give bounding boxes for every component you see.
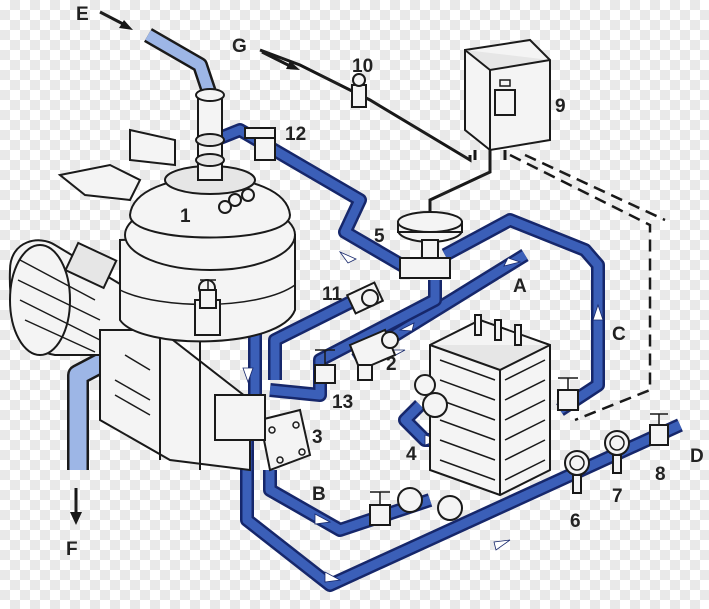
pipe-top-line [212,123,414,277]
pipe-network [212,123,683,592]
flow-arrow-c [592,303,604,321]
valve-separator-top [199,279,217,309]
pipe-return-line [240,418,683,592]
gauge-6 [564,450,590,494]
valve-10 [351,73,367,108]
label-g: G [232,36,247,57]
flow-arrow-return-1 [324,571,342,583]
flow-arrow-feed [398,322,415,332]
label-5: 5 [374,226,385,247]
label-a: A [513,276,527,297]
label-9: 9 [555,96,566,117]
pump-box-3 [214,394,312,472]
control-box-9 [464,38,551,152]
gauge-7 [604,430,630,474]
pipe-line-c [441,213,605,416]
line-g [261,50,300,70]
label-11: 11 [322,284,343,305]
flow-arrow-return-2 [493,539,511,551]
label-1: 1 [180,206,191,227]
valve-2 [348,328,399,381]
flow-arrow-separator [242,367,254,384]
inlet-pipe-e [144,28,218,98]
label-8: 8 [655,464,666,485]
label-12: 12 [285,124,306,145]
label-6: 6 [570,511,581,532]
valve-13 [314,349,336,384]
label-4: 4 [406,444,417,465]
flow-arrow-b [314,513,332,525]
label-b: B [312,484,326,505]
arrow-e [99,10,133,30]
labels: E G 10 9 12 1 5 A 11 C 2 13 3 4 D 8 B 7 … [66,4,704,560]
flow-arrow-top [338,251,357,264]
control-valve-5 [397,211,463,279]
label-2: 2 [386,354,397,375]
valve-8 [649,413,669,446]
valve-12 [244,127,276,161]
label-c: C [612,324,626,345]
label-3: 3 [312,427,323,448]
heat-exchanger-4 [397,314,551,521]
label-d: D [690,446,704,467]
arrow-f [70,488,82,525]
flow-arrow-a [503,257,522,267]
valve-11 [345,281,385,315]
label-10: 10 [352,56,373,77]
label-13: 13 [332,392,353,413]
label-e: E [76,4,89,25]
valve-c-line [557,377,579,411]
label-f: F [66,539,78,560]
label-7: 7 [612,486,623,507]
valve-b-line [369,491,391,526]
